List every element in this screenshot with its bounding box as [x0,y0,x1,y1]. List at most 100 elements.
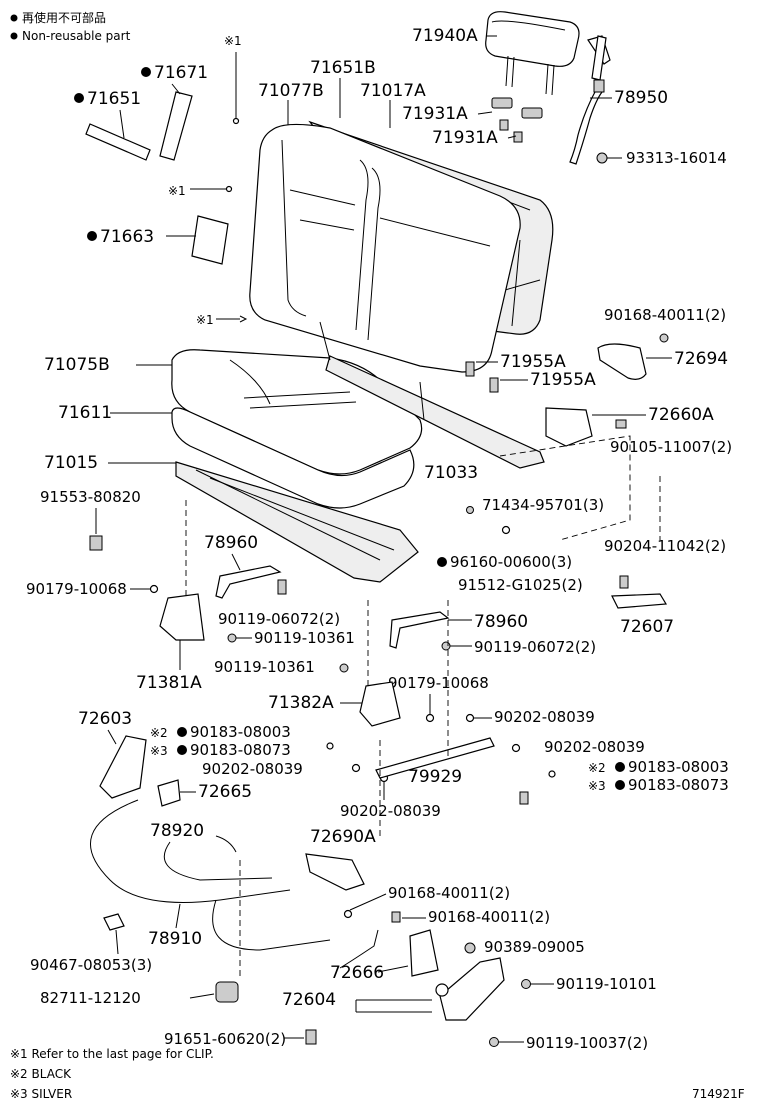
note-2-left: ※2 [150,726,168,740]
label-90119-10037: 90119-10037(2) [526,1034,648,1052]
bushing-drawing [465,361,499,393]
note-2-right: ※2 [588,761,606,775]
label-78910: 78910 [148,929,202,949]
footnote-2: ※2 BLACK [10,1067,72,1081]
label-72694: 72694 [674,349,728,369]
label-71940A: 71940A [412,26,478,46]
seat-frame-71033-drawing [319,321,545,469]
hinge-72660A-drawing [545,407,593,447]
cable-78910-drawing [90,799,291,903]
bracket-72607-drawing [611,593,668,609]
bracket-71382A-drawing [359,681,401,727]
bracket-78960-drawing [215,565,282,599]
clip-90467-drawing [103,913,125,931]
label-71651: 71651 [87,89,141,109]
label-90467-08053: 90467-08053(3) [30,956,152,974]
label-71077B: 71077B [258,81,324,101]
label-71381A: 71381A [136,673,202,693]
clip-ref-1: ※1 [224,34,242,48]
label-78920: 78920 [150,821,204,841]
bolt-icon [596,152,608,164]
legend-bullet-icon [10,32,18,40]
label-90183-08073-a: 90183-08073 [190,741,291,759]
seat-cushion-pad-drawing [171,407,415,509]
trim-71651-drawing [85,123,151,161]
label-90119-10361-a: 90119-10361 [254,629,355,647]
cover-72694-drawing [597,343,647,380]
label-90105-11007: 90105-11007(2) [610,438,732,456]
clip-ref-2: ※1 [168,184,186,198]
label-71434-95701: 71434-95701(3) [482,496,604,514]
label-90183-08003-b: 90183-08003 [628,758,729,776]
note-3-right: ※3 [588,779,606,793]
cable-78920-drawing [163,841,273,881]
figure-code: 714921F [692,1087,745,1101]
footnote-1: ※1 Refer to the last page for CLIP. [10,1047,214,1061]
bracket-78960-lower-drawing [389,611,450,649]
label-71015: 71015 [44,453,98,473]
label-72604: 72604 [282,990,336,1010]
legend-jp: 再使用不可部品 [22,10,106,25]
label-90119-06072-b: 90119-06072(2) [474,638,596,656]
label-90119-10101: 90119-10101 [556,975,657,993]
label-90119-10361-b: 90119-10361 [214,658,315,676]
label-71931A-lower: 71931A [432,128,498,148]
label-82711-12120: 82711-12120 [40,989,141,1007]
label-78960-upper: 78960 [204,533,258,553]
label-72665: 72665 [198,782,252,802]
seat-belt-drawing [569,35,611,165]
label-71663: 71663 [100,227,154,247]
part-72666-drawing [409,929,439,977]
part-72665-drawing [157,779,181,807]
label-90202-08039-b: 90202-08039 [544,738,645,756]
label-71017A: 71017A [360,81,426,101]
label-96160-00600: 96160-00600(3) [450,553,572,571]
label-90202-08039-a: 90202-08039 [494,708,595,726]
label-90168-40011-b: 90168-40011(2) [388,884,510,902]
clip-ref-3: ※1 [196,313,214,327]
label-90389-09005: 90389-09005 [484,938,585,956]
bracket-71381A-drawing [159,593,205,641]
seatback-cover-drawing [249,123,521,373]
label-71382A: 71382A [268,693,334,713]
label-90202-08039-d: 90202-08039 [340,802,441,820]
label-90119-06072-a: 90119-06072(2) [218,610,340,628]
label-71955A-lower: 71955A [530,370,596,390]
label-90168-40011-c: 90168-40011(2) [428,908,550,926]
label-71033: 71033 [424,463,478,483]
label-90179-10068-left: 90179-10068 [26,580,127,598]
label-93313-16014: 93313-16014 [626,149,727,167]
label-91553-80820: 91553-80820 [40,488,141,506]
label-71671: 71671 [154,63,208,83]
seat-cushion-frame-drawing [175,461,419,583]
label-72690A: 72690A [310,827,376,847]
label-71955A-upper: 71955A [500,352,566,372]
legend-en: Non-reusable part [22,29,131,43]
footnote-3: ※3 SILVER [10,1087,72,1101]
label-90204-11042: 90204-11042(2) [604,537,726,555]
label-71075B: 71075B [44,355,110,375]
label-71611: 71611 [58,403,112,423]
label-72607: 72607 [620,617,674,637]
headrest-guide-drawing [491,97,543,143]
legend-bullet-icon [10,14,18,22]
label-72660A: 72660A [648,405,714,425]
label-71651B: 71651B [310,58,376,78]
label-90168-40011-a: 90168-40011(2) [604,306,726,324]
bolt-icon [89,535,103,551]
bracket-72603-drawing [99,735,147,799]
rod-79929-drawing [375,737,495,779]
label-72603: 72603 [78,709,132,729]
bracket-72604-drawing [439,957,505,1021]
clamp-82711-drawing [215,981,239,1003]
bolt-icon [305,1029,317,1045]
label-90179-10068-right: 90179-10068 [388,674,489,692]
pad-71663-drawing [191,215,229,265]
trim-71671-drawing [159,91,193,161]
footnotes: ※1 Refer to the last page for CLIP. ※2 B… [10,1047,214,1101]
label-90183-08073-b: 90183-08073 [628,776,729,794]
part-72690A-drawing [305,853,365,891]
label-91651-60620: 91651-60620(2) [164,1030,286,1048]
label-91512-G1025: 91512-G1025(2) [458,576,583,594]
